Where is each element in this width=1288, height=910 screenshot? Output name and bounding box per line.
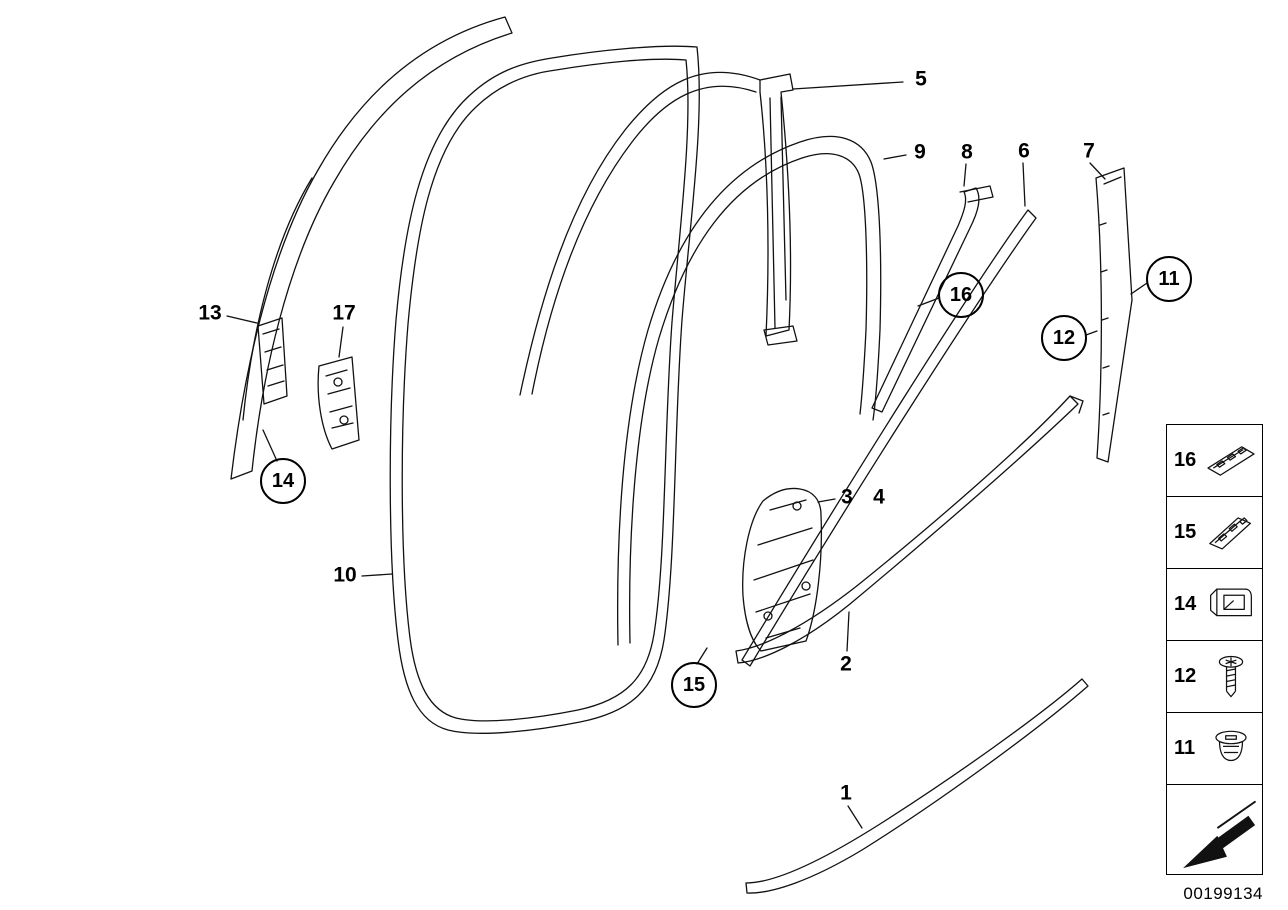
callout-16-circled[interactable]: 16 bbox=[938, 272, 984, 318]
leader-lines bbox=[226, 81, 1148, 829]
callout-10[interactable]: 10 bbox=[333, 563, 357, 587]
callout-14-circled[interactable]: 14 bbox=[260, 458, 306, 504]
callout-2[interactable]: 2 bbox=[840, 652, 852, 676]
callout-5[interactable]: 5 bbox=[915, 67, 927, 91]
callout-13[interactable]: 13 bbox=[198, 301, 222, 325]
document-number: 00199134 bbox=[1183, 884, 1263, 903]
callout-8[interactable]: 8 bbox=[961, 140, 973, 164]
part-1-belt-trim-drawing bbox=[745, 678, 1089, 894]
sidebar-item-16[interactable]: 16 bbox=[1167, 425, 1262, 497]
callout-4[interactable]: 4 bbox=[873, 485, 885, 509]
sidebar-item-label: 12 bbox=[1174, 665, 1197, 687]
part-9-glass-run-drawing bbox=[616, 135, 882, 646]
callout-9[interactable]: 9 bbox=[914, 140, 926, 164]
callout-6[interactable]: 6 bbox=[1018, 139, 1030, 163]
screw-icon bbox=[1218, 655, 1244, 697]
sidebar-item-label: 14 bbox=[1174, 593, 1197, 615]
part-17-bracket-drawing bbox=[317, 356, 360, 450]
sidebar-item-12[interactable]: 12 bbox=[1167, 641, 1262, 713]
parts-sidebar: 16 15 bbox=[1166, 424, 1263, 875]
clip-rail-icon bbox=[1207, 445, 1255, 476]
view-direction-arrow-cell bbox=[1167, 785, 1262, 874]
direction-arrow-icon bbox=[1182, 800, 1256, 868]
clip-rail-icon bbox=[1209, 516, 1252, 550]
sidebar-item-label: 11 bbox=[1174, 737, 1196, 759]
callout-3[interactable]: 3 bbox=[841, 485, 853, 509]
part-13-frame-trim-drawing bbox=[230, 16, 513, 480]
sidebar-item-label: 16 bbox=[1174, 449, 1197, 471]
callout-15-circled[interactable]: 15 bbox=[671, 662, 717, 708]
callout-7[interactable]: 7 bbox=[1083, 139, 1095, 163]
part-10-door-seal-drawing bbox=[389, 45, 700, 734]
callout-11-circled[interactable]: 11 bbox=[1146, 256, 1192, 302]
sidebar-item-11[interactable]: 11 bbox=[1167, 713, 1262, 785]
part-2-belt-trim-drawing bbox=[735, 395, 1084, 664]
part-7-pillar-trim-drawing bbox=[1095, 167, 1133, 463]
sidebar-item-label: 15 bbox=[1174, 521, 1197, 543]
part-5-window-frame-drawing bbox=[519, 71, 798, 396]
callout-17[interactable]: 17 bbox=[332, 301, 356, 325]
part-8-strip-drawing bbox=[871, 185, 994, 413]
expanding-rivet-icon bbox=[1215, 730, 1247, 761]
cage-clip-icon bbox=[1210, 587, 1252, 616]
part-3-corner-panel-drawing bbox=[742, 487, 822, 652]
callout-1[interactable]: 1 bbox=[840, 781, 852, 805]
sidebar-item-14[interactable]: 14 bbox=[1167, 569, 1262, 641]
sidebar-item-15[interactable]: 15 bbox=[1167, 497, 1262, 569]
callout-12-circled[interactable]: 12 bbox=[1041, 315, 1087, 361]
